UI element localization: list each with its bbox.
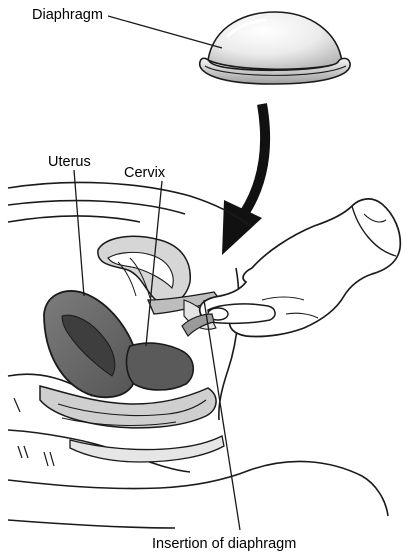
label-cervix: Cervix [124, 165, 166, 181]
lower-tissue [70, 436, 224, 462]
cervix [127, 343, 194, 390]
label-uterus: Uterus [48, 154, 91, 170]
uterus-leader-line [74, 170, 84, 296]
rectum [40, 386, 216, 428]
label-diaphragm: Diaphragm [32, 7, 103, 23]
diaphragm-device [200, 12, 350, 84]
bladder [98, 236, 190, 304]
label-insertion-of-diaphragm: Insertion of diaphragm [152, 536, 296, 552]
uterus [44, 291, 137, 397]
diaphragm-leader-line [108, 16, 222, 48]
diaphragm-dome [208, 12, 342, 69]
insertion-leader-line [204, 300, 240, 530]
insertion-arrow [222, 104, 265, 255]
